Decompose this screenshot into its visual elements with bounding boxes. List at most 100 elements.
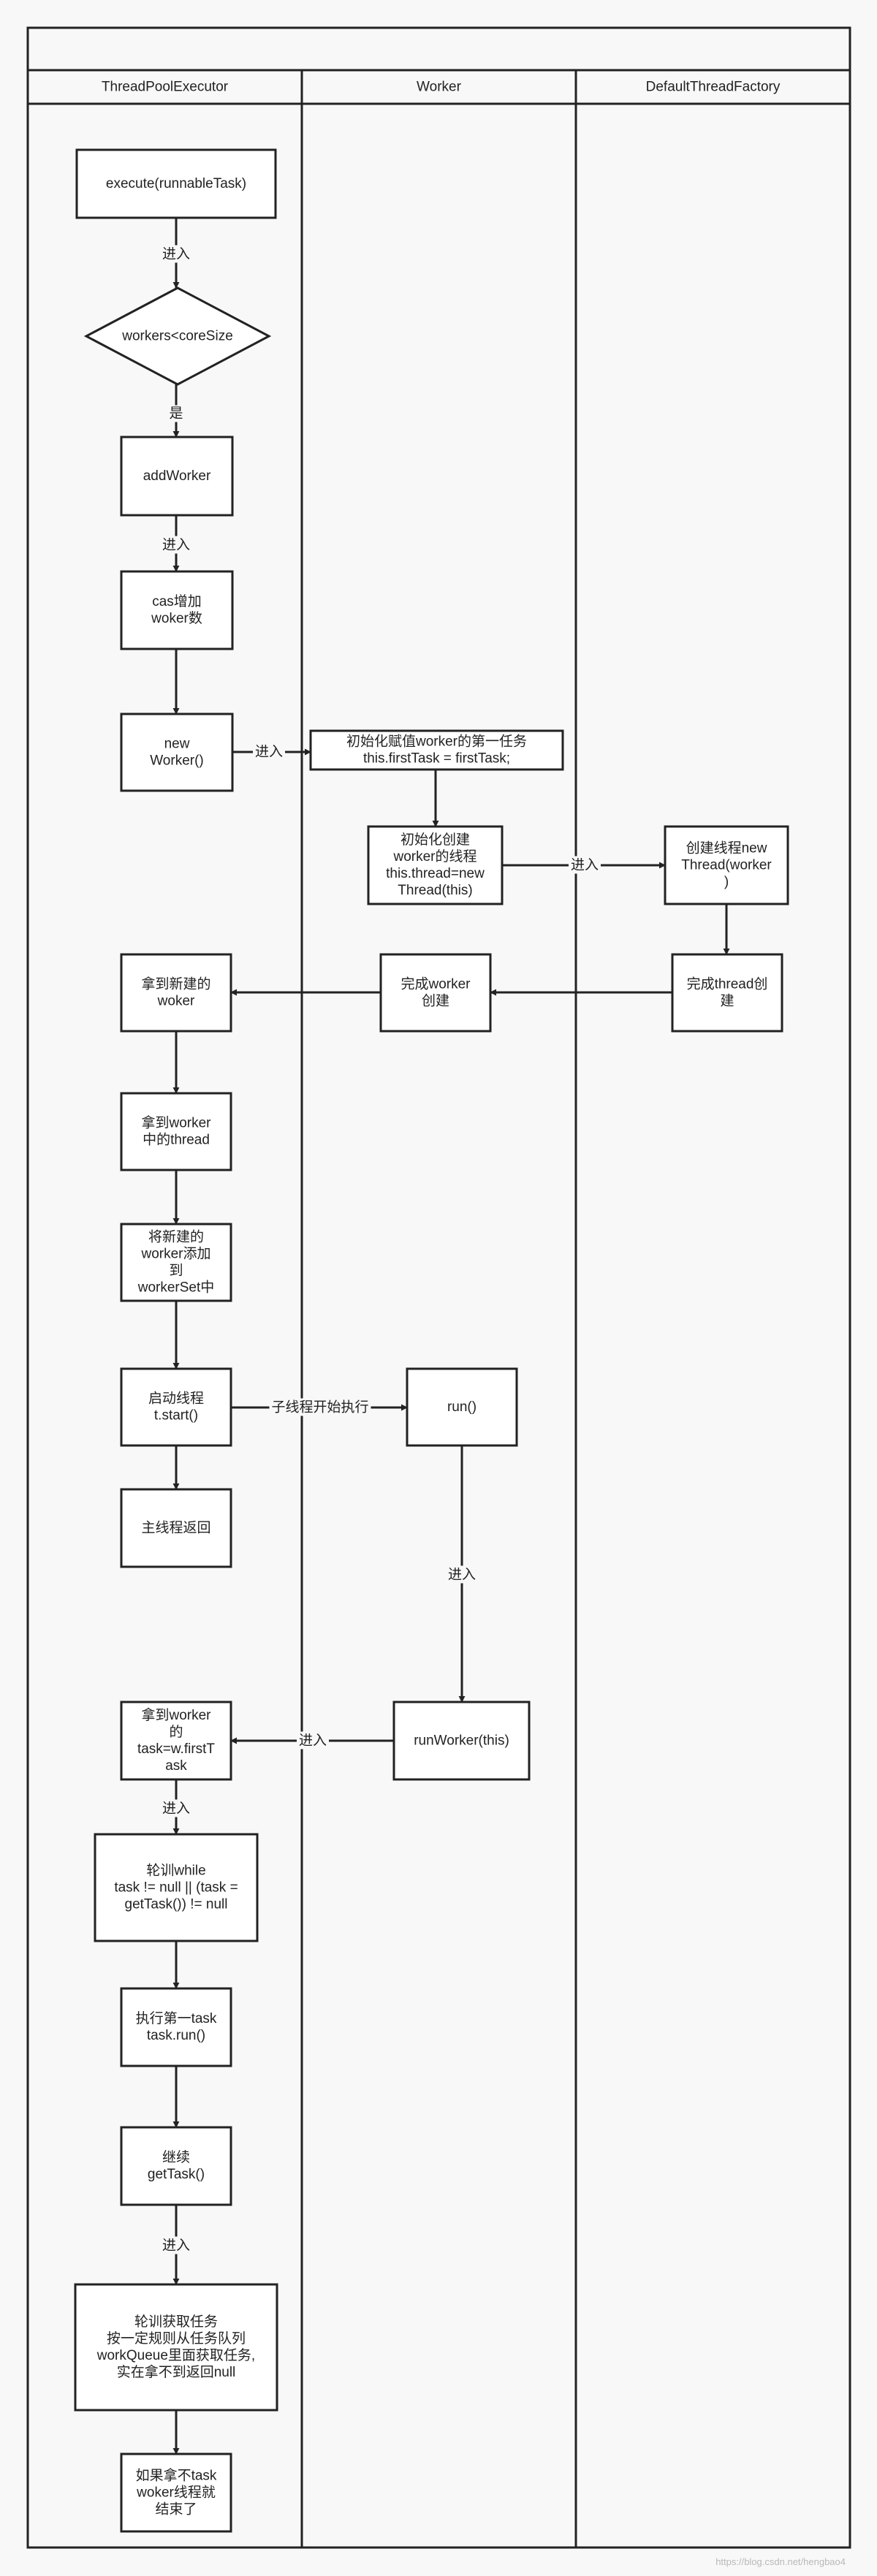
node-text-line: worker添加 [140,1246,210,1262]
node-text-line: this.thread=new [386,866,485,881]
node-initThread: 初始化创建worker的线程this.thread=newThread(this… [367,825,504,905]
node-text-line: 的 [169,1724,183,1740]
node-text-line: task.run() [147,2028,205,2043]
node-text-line: woker线程就 [136,2485,216,2501]
decision-diamond [83,286,272,386]
node-text-line: 初始化创建 [400,832,470,848]
node-text-line: task=w.firstT [137,1741,215,1757]
process-box [671,953,783,1033]
node-text-line: 中的thread [143,1132,210,1148]
process-box [120,1987,232,2067]
node-text-line: workerSet中 [137,1280,215,1296]
node-text-line: ask [165,1758,187,1774]
edge-label-background [252,742,286,761]
node-text-line: woker数 [151,610,202,626]
edge-label-runWorker-to-getTask: 进入 [296,1731,330,1749]
node-text-line: task != null || (task = [114,1880,238,1896]
node-text-line: cas增加 [152,593,202,609]
node-text-line: getTask()) != null [125,1897,228,1912]
process-box [392,1701,531,1781]
edge-label-text: 进入 [299,1733,327,1749]
node-text-line: 按一定规则从任务队列 [107,2330,246,2347]
edge-label-text: 子线程开始执行 [271,1399,368,1416]
node-addWorker: addWorker [120,436,234,517]
process-box [120,1488,232,1568]
process-box [664,825,789,905]
process-box [406,1367,518,1447]
node-poll: 轮训获取任务按一定规则从任务队列workQueue里面获取任务,实在拿不到返回n… [74,2283,278,2412]
process-box [120,1223,232,1302]
edge-label-decision-to-addWorker: 是 [167,405,186,422]
edge-label-background [269,1398,371,1416]
edge-label-text: 进入 [162,1801,190,1817]
edge-label-continue-to-poll: 进入 [159,2236,193,2254]
edge-label-text: 进入 [448,1567,476,1583]
node-text-line: workers<coreSize [121,329,233,344]
node-text-line: 将新建的 [148,1229,204,1245]
edge-label-background [159,536,193,554]
node-text-line: 创建 [422,993,449,1009]
node-text-line: 建 [720,993,734,1009]
node-text-line: 实在拿不到返回null [117,2363,236,2380]
pool [26,26,851,2549]
edge-label-background [159,245,193,263]
process-box [94,1833,259,1942]
edge-label-text: 进入 [162,246,190,262]
edge-label-text: 进入 [571,857,599,873]
process-box [120,1367,232,1447]
node-text-line: getTask() [148,2167,205,2182]
node-text-line: run() [447,1399,477,1415]
edge-label-background [167,405,186,422]
node-text-line: 如果拿不task [136,2467,217,2484]
node-text-line: runWorker(this) [414,1733,509,1749]
lane-label-worker: Worker [417,80,462,95]
node-execute: execute(runnableTask) [75,148,277,219]
process-box [120,1701,232,1781]
edge-label-background [568,856,601,874]
process-box [74,2283,278,2412]
node-decision: workers<coreSize [83,286,272,386]
edge-label-background [296,1731,330,1749]
node-text-line: this.firstTask = firstTask; [363,751,510,767]
edge-label-background [445,1565,479,1584]
edge-label-newWorker-to-initFirstTask: 进入 [252,742,286,761]
node-runWorker: runWorker(this) [392,1701,531,1781]
node-text-line: 启动线程 [148,1391,204,1407]
watermark-text: https://blog.csdn.net/hengbao4 [715,2556,846,2567]
edge-label-text: 进入 [162,537,190,553]
node-text-line: 拿到worker [141,1706,211,1723]
edge-label-text: 进入 [162,2238,190,2254]
process-box [120,713,234,792]
node-text-line: 创建线程new [686,840,767,856]
node-text-line: Worker() [150,753,204,769]
node-text-line: ) [724,875,729,890]
edge-label-getTask-to-loop: 进入 [159,1799,193,1817]
node-text-line: 到 [169,1263,183,1279]
process-box [120,2126,232,2206]
process-box [120,1092,232,1171]
node-text-line: 结束了 [155,2501,197,2518]
node-text-line: 拿到worker [141,1114,211,1131]
edge-label-background [159,2236,193,2254]
process-box [120,436,234,517]
node-text-line: 初始化赋值worker的第一任务 [346,734,527,750]
node-run: run() [406,1367,518,1447]
process-box [379,953,492,1033]
lane-label-factory: DefaultThreadFactory [646,80,781,95]
node-text-line: woker [157,994,195,1009]
node-mainReturn: 主线程返回 [120,1488,232,1568]
lane-label-tpe: ThreadPoolExecutor [102,80,229,95]
